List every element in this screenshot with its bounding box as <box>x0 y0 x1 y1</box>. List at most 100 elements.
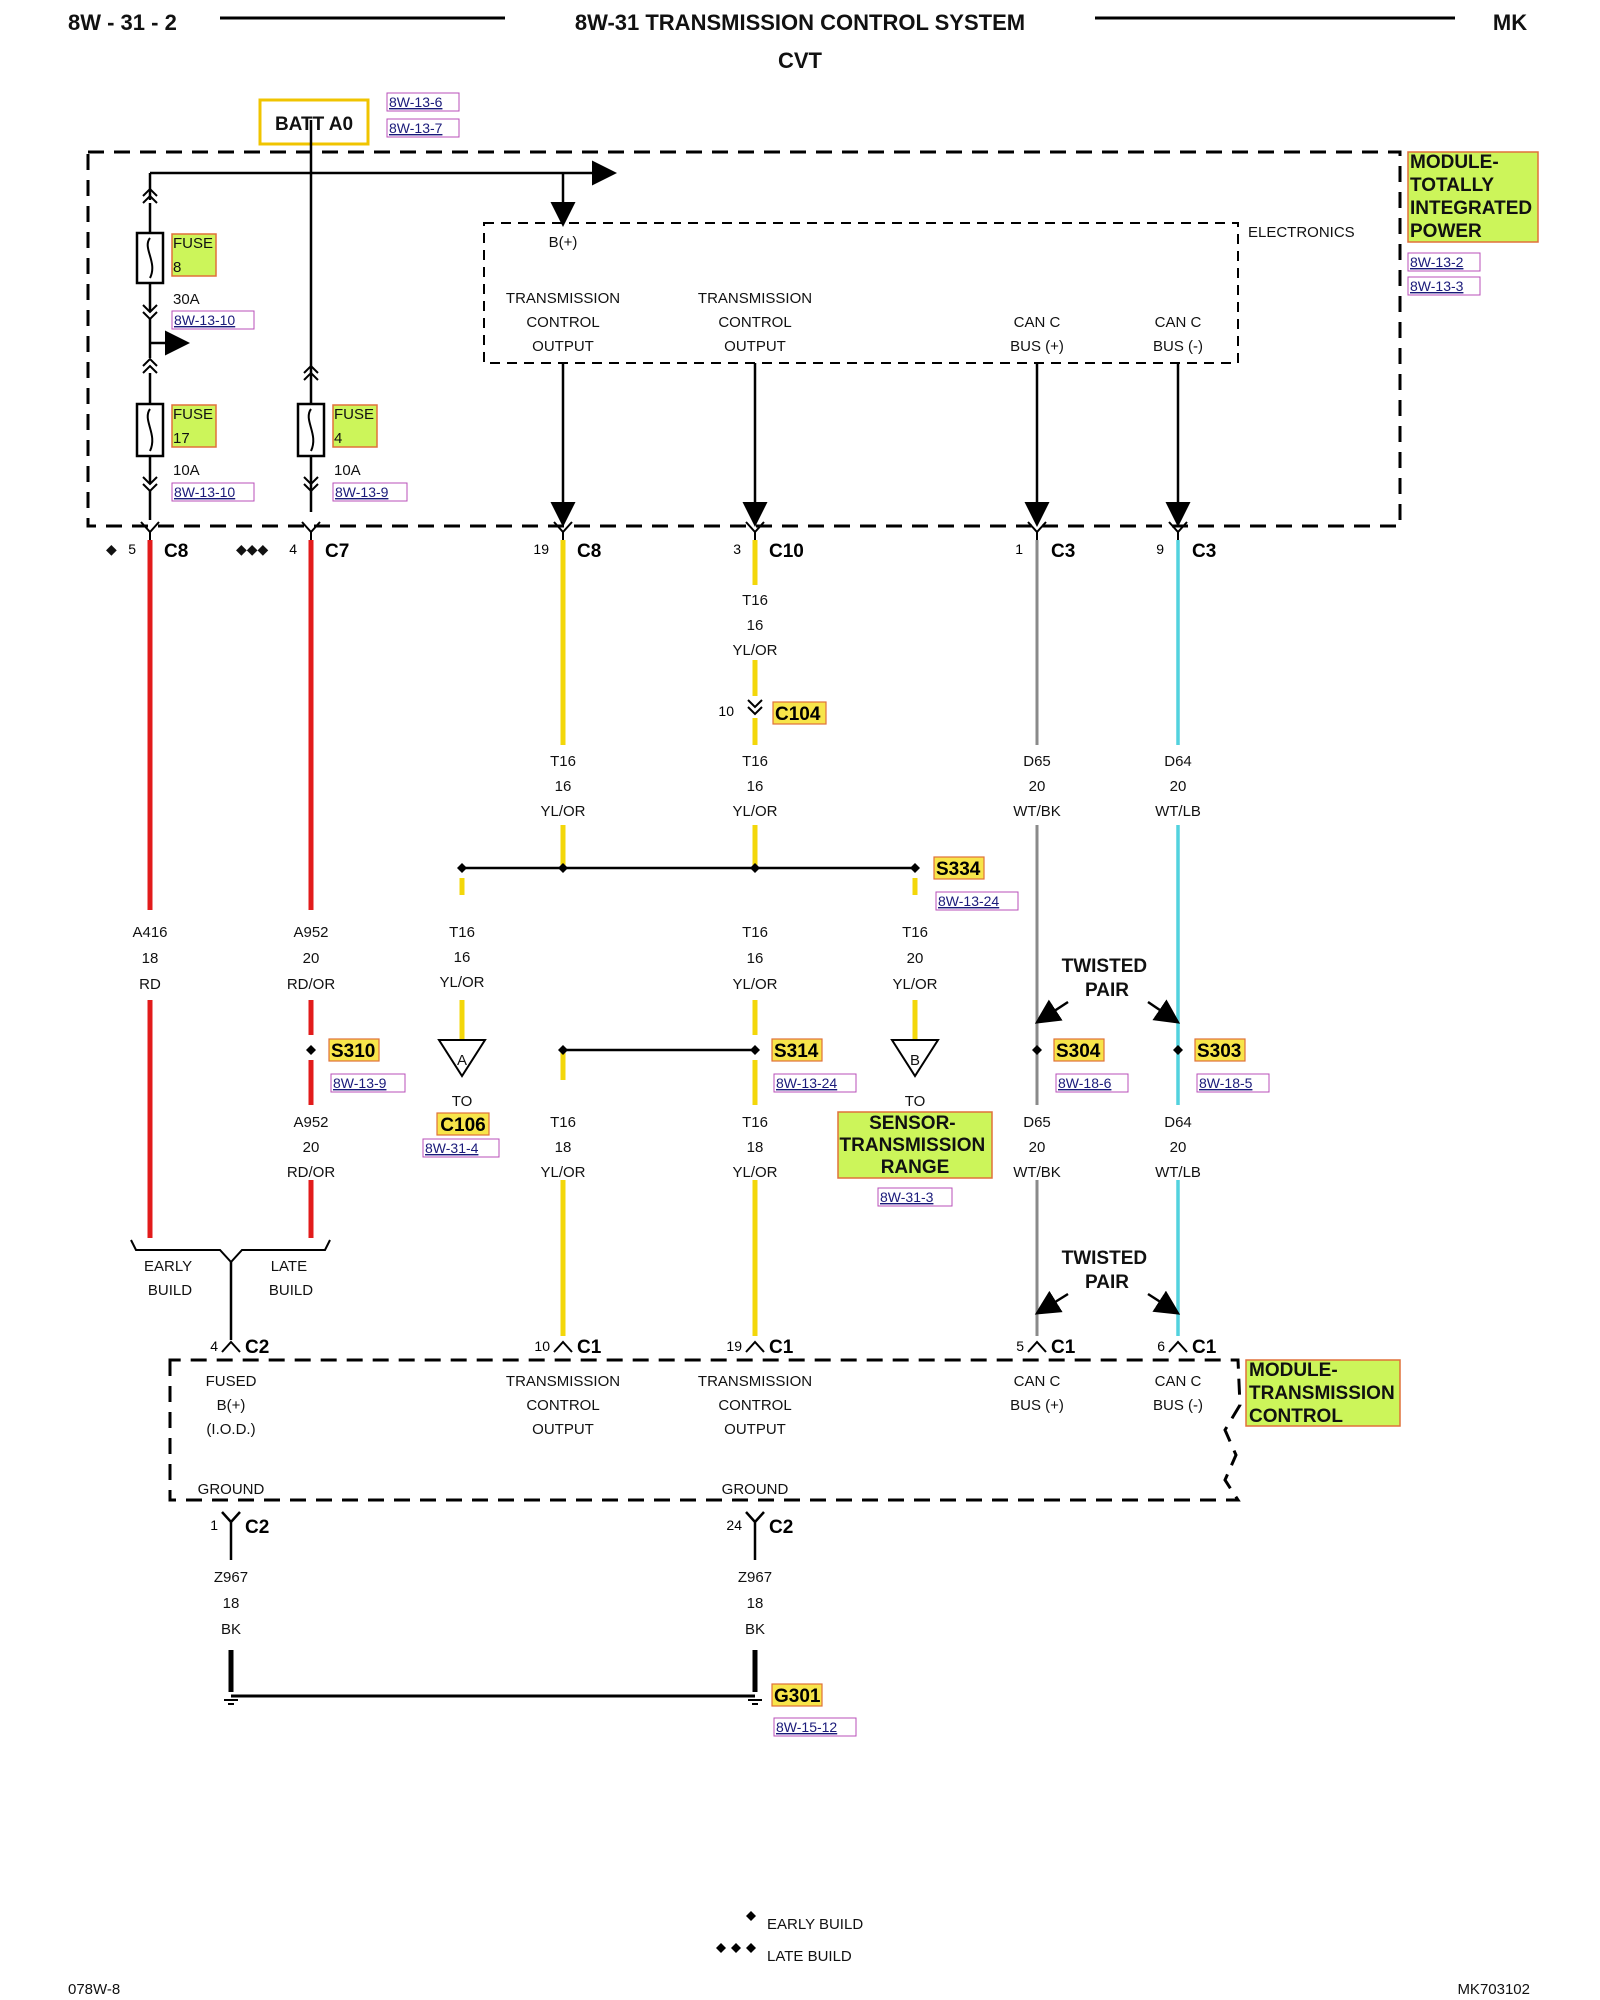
fuse-label-bg <box>332 404 378 448</box>
connector-name: C2 <box>245 1337 269 1358</box>
twisted-pair-line: PAIR <box>1085 980 1129 1001</box>
splice-s334-ref[interactable]: 8W-13-24 <box>938 893 999 909</box>
offpage-a-ref[interactable]: 8W-31-4 <box>425 1140 479 1156</box>
fuse-4-label: FUSE <box>334 406 374 423</box>
fuse-4-ref[interactable]: 8W-13-9 <box>335 484 389 500</box>
connector-pin: 4 <box>210 1338 218 1354</box>
fuse-8-number: 8 <box>173 259 181 276</box>
tipm-name-line: POWER <box>1410 221 1482 242</box>
ground-point-ref[interactable]: 8W-15-12 <box>776 1719 837 1735</box>
ref-box <box>171 310 255 330</box>
connector-pin: 5 <box>128 541 136 557</box>
tcm-name-line: TRANSMISSION <box>1249 1383 1395 1404</box>
electronics-label: ELECTRONICS <box>1248 224 1355 241</box>
splice-s304-label: S304 <box>1056 1041 1101 1062</box>
connector-name: C1 <box>1051 1337 1076 1358</box>
connector-y-icon <box>140 521 160 540</box>
model-code: MK <box>1493 10 1527 35</box>
splice-s303-ref[interactable]: 8W-18-5 <box>1199 1075 1253 1091</box>
fuse-17-label: FUSE <box>173 406 213 423</box>
electronics-box <box>483 222 1239 364</box>
splice-dot-icon <box>1032 1045 1042 1055</box>
offpage-b-dest-line: TRANSMISSION <box>840 1135 986 1156</box>
splice-s310-label: S310 <box>331 1041 375 1062</box>
offpage-triangle-icon <box>890 1039 940 1078</box>
splice-s310-ref[interactable]: 8W-13-9 <box>333 1075 387 1091</box>
fuse-label-bg <box>171 233 217 277</box>
tipm-ref-2[interactable]: 8W-13-3 <box>1410 278 1464 294</box>
tcm-module-box <box>168 1358 1242 1502</box>
offpage-b-dest[interactable]: SENSOR- TRANSMISSION RANGE <box>840 1113 991 1178</box>
batt-ref-2[interactable]: 8W-13-7 <box>389 120 443 136</box>
connector-y-icon <box>221 1340 241 1353</box>
connector-y-icon <box>1027 1340 1047 1353</box>
ref-box <box>332 482 408 502</box>
ref-box <box>1407 252 1481 272</box>
ground-symbol-icon <box>224 1699 238 1705</box>
tipm-name-line: INTEGRATED <box>1410 198 1532 219</box>
ref-box <box>1407 276 1481 296</box>
offpage-a-dest[interactable]: C106 <box>440 1115 485 1136</box>
offpage-b-to: TO <box>905 1093 926 1110</box>
late-build-diamonds-icon <box>716 1943 756 1953</box>
tcm-ground-label-1: GROUND <box>198 1481 265 1498</box>
connector-chevron-icon <box>303 364 319 381</box>
splice-dot-icon <box>558 863 568 873</box>
early-build-label: EARLY BUILD <box>144 1258 196 1299</box>
offpage-b-dest-line: SENSOR- <box>869 1113 956 1134</box>
top-connectors: ◆ 5 C8 ◆◆◆ 4 C7 19 C8 3 C10 1 C3 9 C3 <box>106 521 1216 562</box>
fuse-4-number: 4 <box>334 430 342 447</box>
connector-chevron-icon <box>303 476 319 493</box>
late-build-diamond-icon <box>716 1943 726 1953</box>
offpage-a-letter: A <box>457 1052 467 1069</box>
connector-name: C3 <box>1192 541 1216 562</box>
late-build-marker: ◆◆◆ <box>236 541 269 557</box>
connector-pin: 1 <box>1015 541 1023 557</box>
tcm-ground-label-2: GROUND <box>722 1481 789 1498</box>
splice-dot-icon <box>558 1045 568 1055</box>
ground-label-bg <box>771 1683 823 1707</box>
fuse-8-label: FUSE <box>173 235 213 252</box>
connector-pin: 5 <box>1016 1338 1024 1354</box>
offpage-b-ref[interactable]: 8W-31-3 <box>880 1189 934 1205</box>
twisted-pair-arrow <box>1034 1290 1069 1315</box>
twisted-pair-line: PAIR <box>1085 1272 1129 1293</box>
ref-box <box>1055 1073 1129 1093</box>
connector-y-icon <box>745 1340 765 1353</box>
late-build-line: LATE <box>271 1258 307 1275</box>
legend-early: EARLY BUILD <box>767 1916 863 1933</box>
offpage-b-dest-bg <box>837 1111 993 1179</box>
tcm-name: MODULE- TRANSMISSION CONTROL <box>1249 1360 1400 1427</box>
connector-y-icon <box>745 521 765 540</box>
c104-label: C104 <box>775 704 821 725</box>
ref-box <box>422 1138 500 1158</box>
early-build-marker: ◆ <box>106 541 117 557</box>
early-build-line: EARLY <box>144 1258 192 1275</box>
connector-pin: 10 <box>534 1338 550 1354</box>
splice-label-bg <box>328 1038 380 1062</box>
connector-name: C2 <box>245 1517 269 1538</box>
fuse-17-number: 17 <box>173 430 190 447</box>
footer-left-code: 078W-8 <box>68 1981 120 1998</box>
tipm-ref-1[interactable]: 8W-13-2 <box>1410 254 1464 270</box>
splice-s314-ref[interactable]: 8W-13-24 <box>776 1075 837 1091</box>
batt-ref-1[interactable]: 8W-13-6 <box>389 94 443 110</box>
splice-dots <box>457 863 920 873</box>
splice-s304-ref[interactable]: 8W-18-6 <box>1058 1075 1112 1091</box>
splice-dot-icon <box>750 863 760 873</box>
fuse-8-ref[interactable]: 8W-13-10 <box>174 312 235 328</box>
splice-dot-icon <box>457 863 467 873</box>
ref-box <box>330 1073 406 1093</box>
connector-y-icon <box>1168 1340 1188 1353</box>
connector-chevron-icon <box>142 187 158 204</box>
connector-y-icon <box>745 1511 765 1560</box>
fuse-17-ref[interactable]: 8W-13-10 <box>174 484 235 500</box>
